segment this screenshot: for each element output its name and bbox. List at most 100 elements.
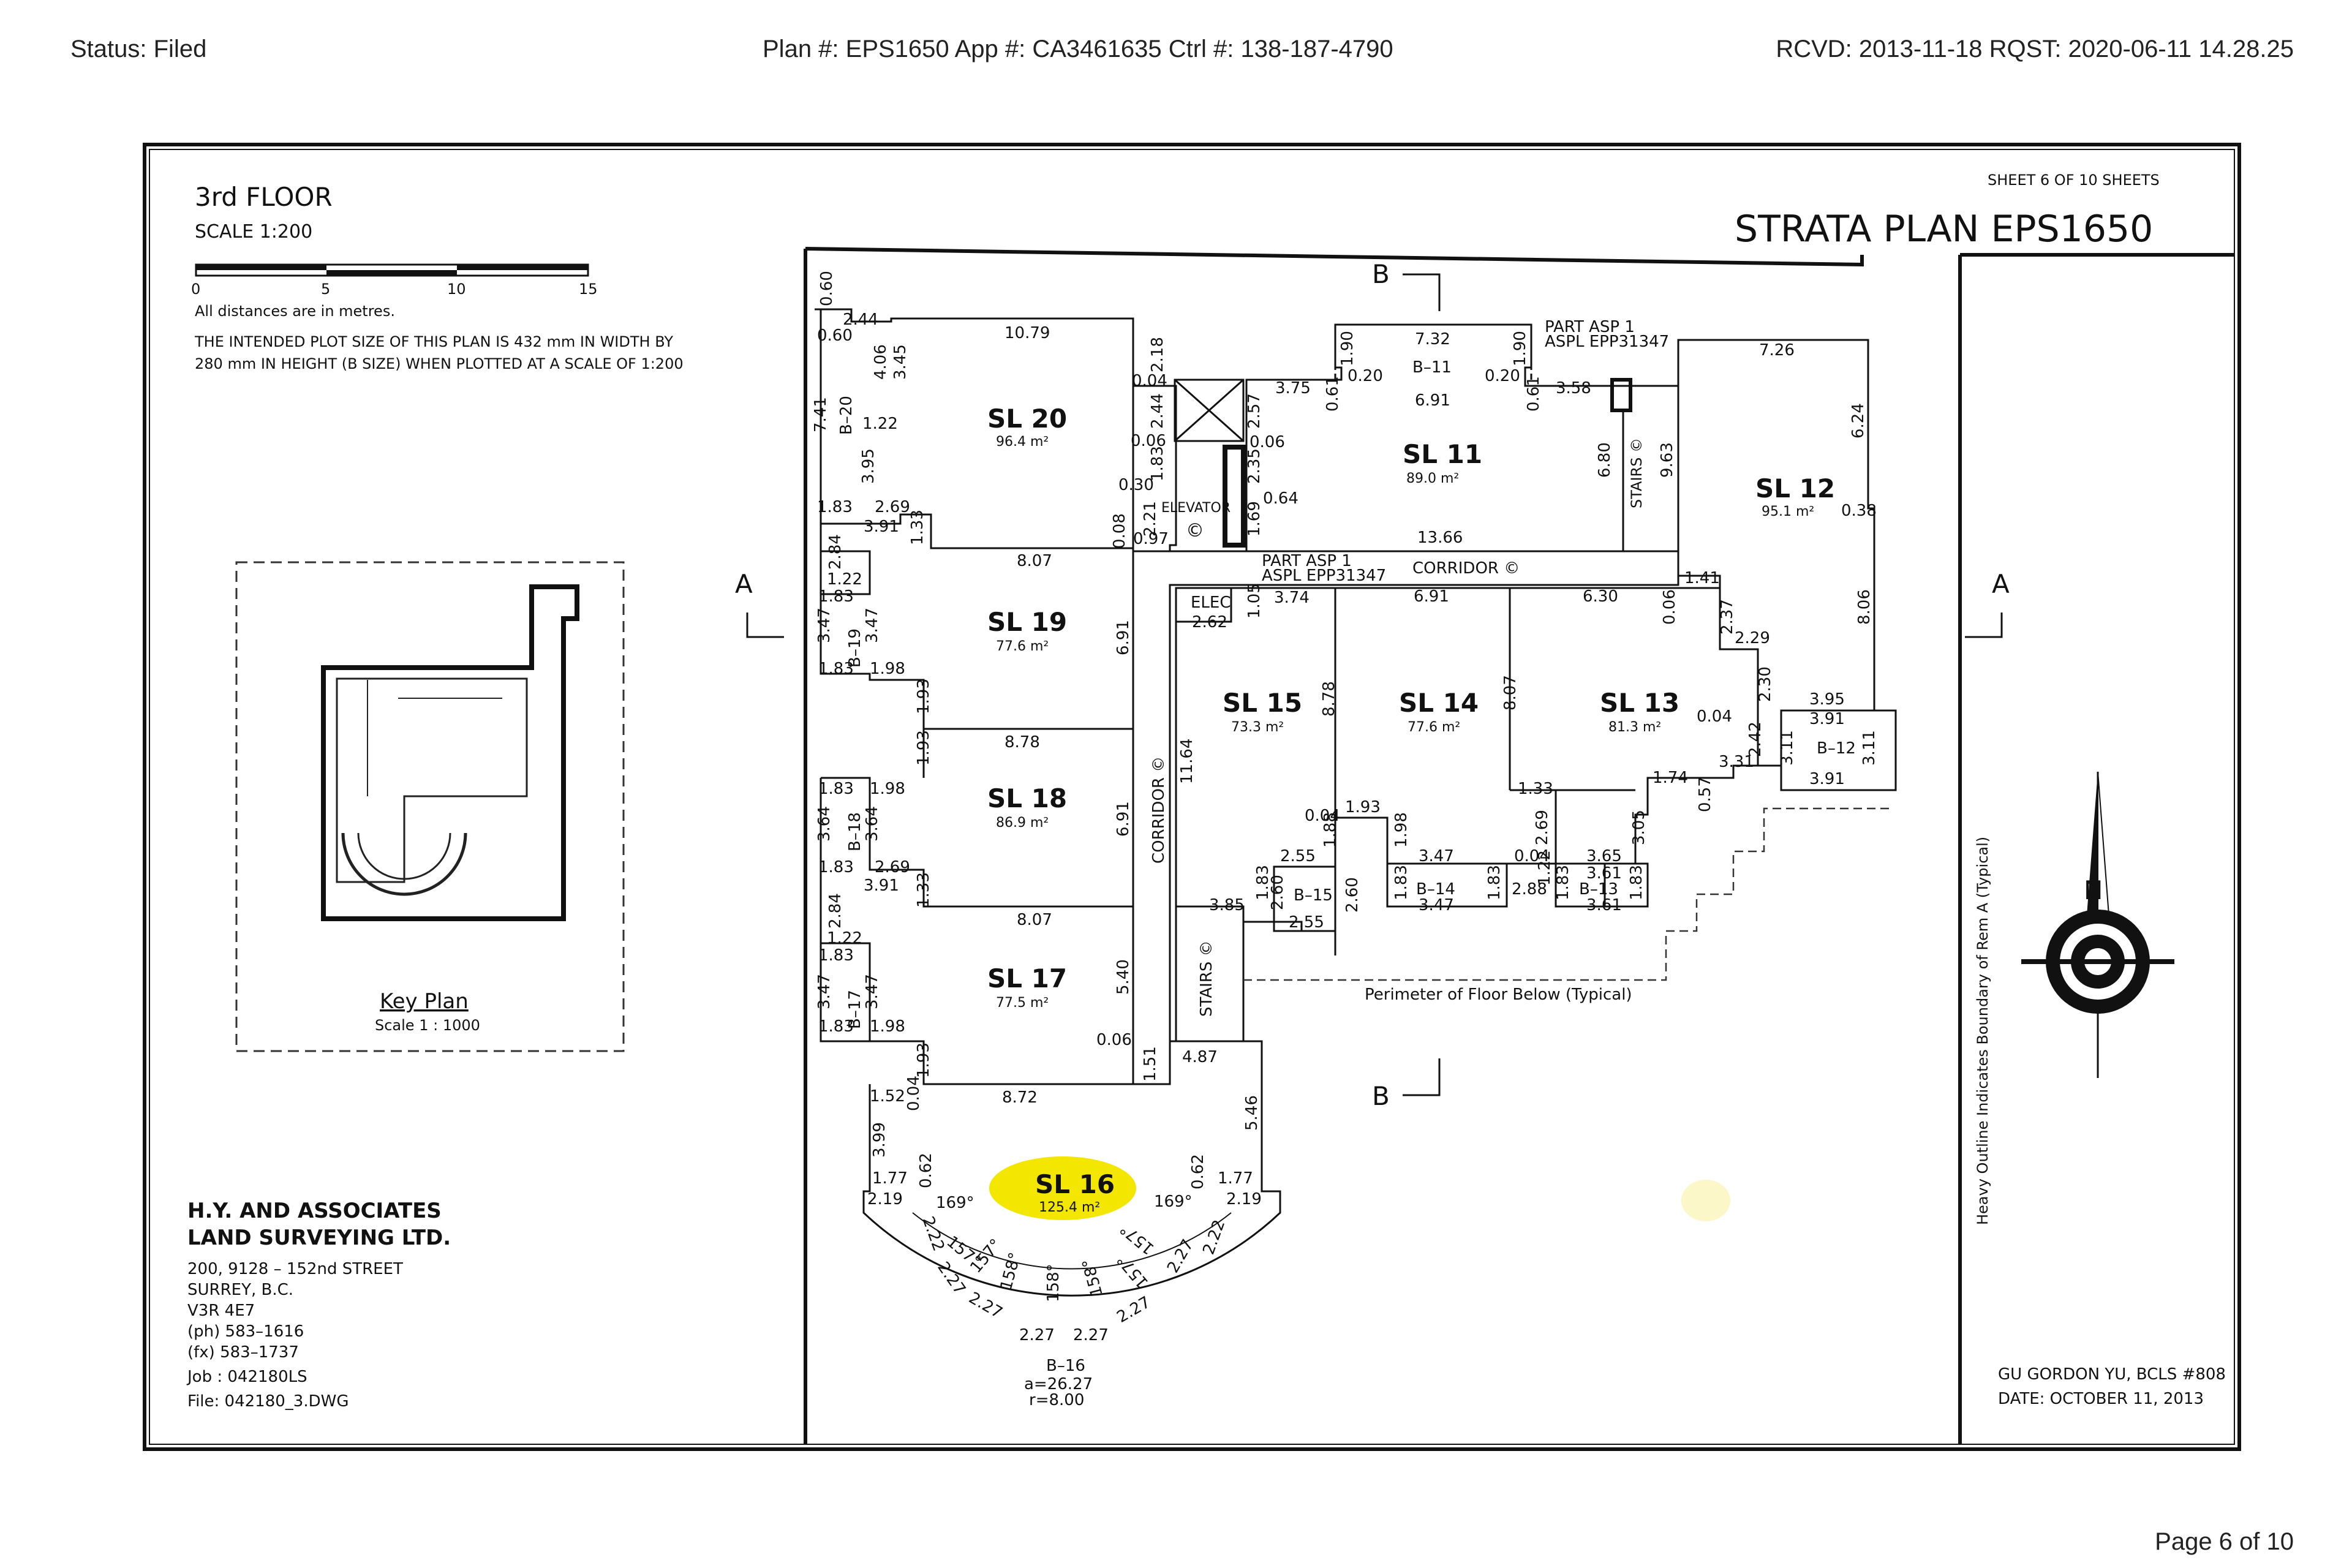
key-plan-scale: Scale 1 : 1000 xyxy=(375,1017,480,1034)
unit-area-sl17: 77.5 m² xyxy=(996,995,1049,1011)
sheet-number: SHEET 6 OF 10 SHEETS xyxy=(1988,172,2160,189)
dim: 7.26 xyxy=(1759,341,1795,360)
signature-date: DATE: OCTOBER 11, 2013 xyxy=(1998,1390,2204,1408)
b12-label: B–12 xyxy=(1817,739,1856,758)
section-markers: A A B B xyxy=(735,259,2010,1111)
dim: 2.22 xyxy=(918,1214,948,1254)
dim: 1.52 xyxy=(870,1087,905,1106)
dim: 9.63 xyxy=(1658,442,1676,478)
dim: 3.85 xyxy=(1209,896,1245,914)
dim: 3.64 xyxy=(863,806,881,842)
dim: 3.11 xyxy=(1778,730,1796,766)
dim: 0.04 xyxy=(905,1076,923,1111)
dim: 2.69 xyxy=(875,498,910,516)
dim: 3.61 xyxy=(1586,864,1622,883)
unit-area-sl15: 73.3 m² xyxy=(1231,720,1284,735)
boundary-note: Heavy Outline Indicates Boundary of Rem … xyxy=(1974,837,1991,1225)
elevator-label: ELEVATOR xyxy=(1161,500,1231,516)
dim: 10.79 xyxy=(1005,324,1050,342)
b11-label: B–11 xyxy=(1412,358,1452,377)
dim: 0.38 xyxy=(1841,502,1877,520)
dim: 1.83 xyxy=(1392,865,1411,900)
dim: 7.41 xyxy=(812,397,830,432)
elevator-symbol: © xyxy=(1186,520,1204,541)
surveyor-name-1: H.Y. AND ASSOCIATES xyxy=(187,1199,442,1223)
unit-id-sl13: SL 13 xyxy=(1600,688,1679,718)
dim: 1.88 xyxy=(1321,812,1340,848)
dim: 158° xyxy=(1079,1257,1107,1298)
dim: 3.61 xyxy=(1586,896,1622,914)
dim: 2.88 xyxy=(1512,880,1547,899)
unit-id-sl15: SL 15 xyxy=(1223,688,1302,718)
dim: 3.11 xyxy=(1860,730,1879,766)
arc-radius: r=8.00 xyxy=(1029,1391,1084,1409)
dim: 1.83 xyxy=(817,498,853,516)
dim: 0.04 xyxy=(1697,707,1732,726)
surveyor-name-2: LAND SURVEYING LTD. xyxy=(187,1226,451,1250)
dim: 2.37 xyxy=(1718,599,1736,635)
note-plot-size-2: 280 mm IN HEIGHT (B SIZE) WHEN PLOTTED A… xyxy=(195,355,684,372)
dim: 8.07 xyxy=(1501,675,1520,710)
dim: 3.99 xyxy=(870,1122,889,1158)
arc-angle: a=26.27 xyxy=(1024,1375,1093,1393)
b20-label: B–20 xyxy=(837,396,856,435)
dim: 0.20 xyxy=(1348,367,1383,385)
surveyor-address-1: 200, 9128 – 152nd STREET xyxy=(187,1260,403,1278)
dim: 3.47 xyxy=(815,974,834,1009)
dim: 2.55 xyxy=(1280,847,1316,865)
dim: 8.07 xyxy=(1017,552,1052,570)
unit-id-sl18: SL 18 xyxy=(987,783,1067,813)
dim: 3.91 xyxy=(1809,710,1845,728)
sl16-highlight xyxy=(989,1156,1136,1220)
dim: 0.30 xyxy=(1118,476,1154,494)
key-plan: Key Plan Scale 1 : 1000 xyxy=(235,561,625,1052)
dim: 1.93 xyxy=(1345,798,1381,816)
dim: 1.74 xyxy=(1653,769,1688,787)
dim: 3.91 xyxy=(1809,770,1845,788)
dim: 1.90 xyxy=(1511,331,1529,366)
dim: 158° xyxy=(1044,1264,1063,1302)
b13-label: B–13 xyxy=(1579,880,1618,899)
corridor-top-label: CORRIDOR © xyxy=(1412,559,1520,578)
dim: 1.77 xyxy=(1218,1169,1253,1188)
dim: 1.83 xyxy=(818,587,854,606)
dim: 1.98 xyxy=(1392,812,1411,848)
dim: 8.78 xyxy=(1005,733,1040,752)
unit-area-sl12: 95.1 m² xyxy=(1762,504,1814,519)
dim: 3.74 xyxy=(1274,589,1310,607)
part-asp-mid-2: ASPL EPP31347 xyxy=(1262,567,1386,585)
dim: 2.29 xyxy=(1735,629,1770,647)
dim: 2.27 xyxy=(1019,1326,1055,1344)
unit-area-sl13: 81.3 m² xyxy=(1608,720,1661,735)
floor-below-perimeter xyxy=(1243,807,1893,981)
dim: 3.47 xyxy=(1419,896,1454,914)
file-name: File: 042180_3.DWG xyxy=(187,1392,349,1411)
section-b-top: B xyxy=(1372,259,1390,289)
dim: 3.05 xyxy=(1630,810,1648,845)
job-number: Job : 042180LS xyxy=(186,1368,307,1386)
dim: 0.20 xyxy=(1485,367,1520,385)
unit-area-sl19: 77.6 m² xyxy=(996,639,1049,654)
dim: 0.04 xyxy=(1514,847,1550,865)
perimeter-note: Perimeter of Floor Below (Typical) xyxy=(1365,986,1632,1004)
dim: 11.64 xyxy=(1178,739,1196,784)
dim: 3.65 xyxy=(1586,847,1622,865)
status-text: Status: Filed xyxy=(70,36,207,62)
dim: 6.30 xyxy=(1583,587,1618,606)
dim: 2.18 xyxy=(1148,337,1167,372)
dim: 1.83 xyxy=(818,946,854,965)
unit-id-sl19: SL 19 xyxy=(987,607,1067,637)
dim: 2.84 xyxy=(826,893,845,929)
page-number: Page 6 of 10 xyxy=(2155,1528,2294,1555)
dim: 1.83 xyxy=(1254,865,1272,900)
dim: 8.78 xyxy=(1320,681,1338,717)
corridor-vertical-label: CORRIDOR © xyxy=(1150,756,1168,864)
surveyor-address-2: SURREY, B.C. xyxy=(187,1281,293,1299)
unit-id-sl20: SL 20 xyxy=(987,404,1067,434)
dim: 2.27 xyxy=(1073,1326,1109,1344)
dim: 8.72 xyxy=(1002,1088,1038,1107)
dim: 2.21 xyxy=(1141,501,1159,537)
elec-label: ELEC xyxy=(1191,594,1231,612)
dim: 169° xyxy=(1154,1193,1193,1211)
dim: 6.91 xyxy=(1414,587,1449,606)
